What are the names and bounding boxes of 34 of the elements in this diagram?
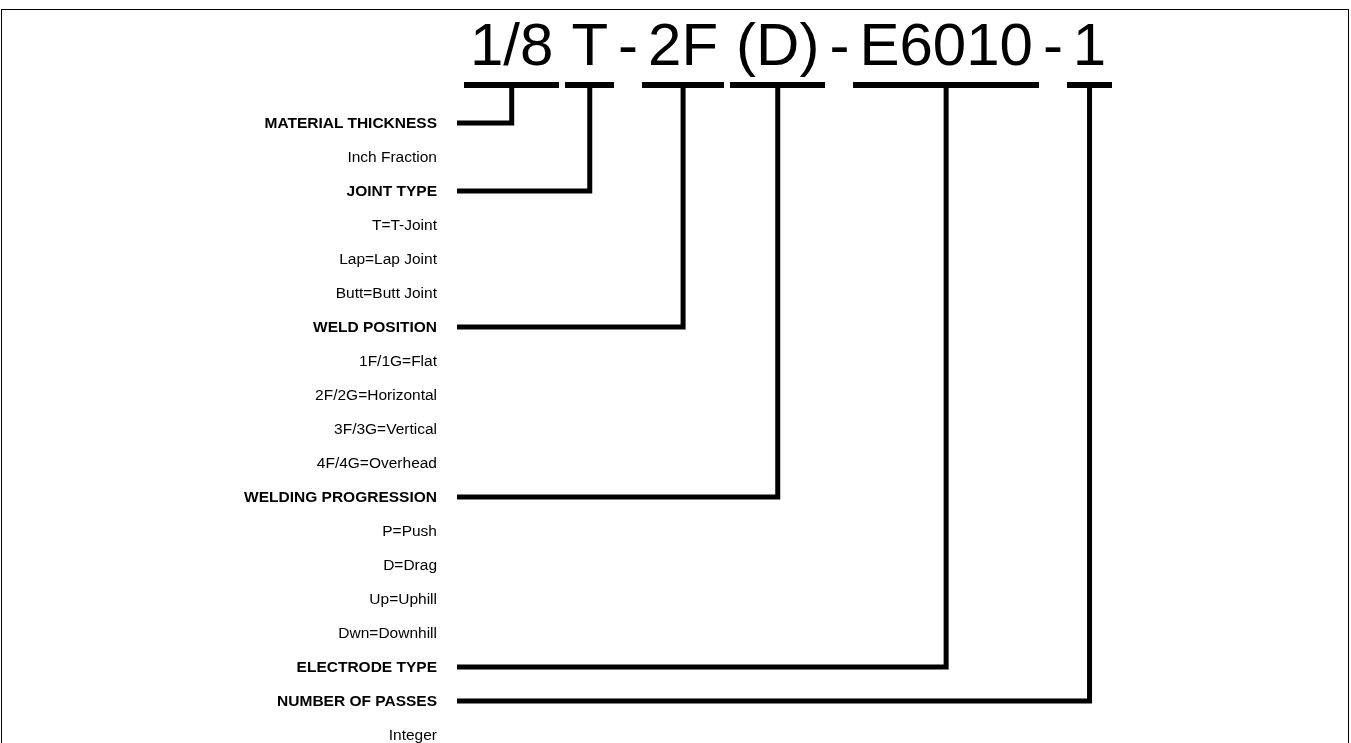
option-text: 1F/1G=Flat [359,351,437,371]
option-text: 3F/3G=Vertical [334,419,437,439]
option-text: 2F/2G=Horizontal [315,385,437,405]
separator-dash: - [1041,14,1064,80]
option-text: D=Drag [383,555,437,575]
leader-line [457,88,593,194]
option-text: Up=Uphill [369,589,437,609]
option-text: Lap=Lap Joint [339,249,437,269]
code-segment: 2F [642,14,725,88]
option-text: P=Push [382,521,437,541]
leader-line [457,88,949,670]
code-segment: T [565,14,615,88]
category-heading: WELDING PROGRESSION [244,480,457,514]
code-segment: (D) [730,14,826,88]
separator-dash: - [617,14,640,80]
category-heading: MATERIAL THICKNESS [264,106,457,140]
code-segment: 1 [1066,14,1113,88]
leader-line [457,88,686,330]
option-text: T=T-Joint [371,215,437,235]
option-text: Dwn=Downhill [338,623,437,643]
option-text: 4F/4G=Overhead [316,453,437,473]
leader-line [457,88,515,126]
option-text: Inch Fraction [347,147,437,167]
option-text: Integer [388,725,437,743]
category-heading: JOINT TYPE [346,174,457,208]
category-heading: WELD POSITION [313,310,457,344]
category-heading: ELECTRODE TYPE [296,650,457,684]
leader-line [457,88,1093,704]
category-heading: NUMBER OF PASSES [277,684,457,718]
option-text: Butt=Butt Joint [335,283,437,303]
leader-line [457,88,781,500]
separator-dash: - [828,14,851,80]
code-segment: 1/8 [464,14,560,88]
code-segment: E6010 [853,14,1039,88]
